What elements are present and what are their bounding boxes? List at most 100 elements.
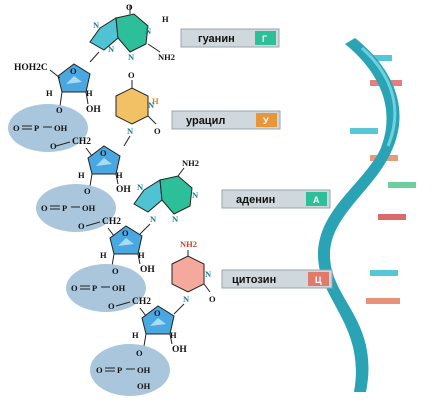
base-label-cytosine: цитозин Ц [221, 269, 333, 289]
atom-oh: OH [82, 203, 96, 213]
base-name: аденин [236, 194, 275, 206]
nucleotide-1: O N N N N H NH2 O HOH2C H H OH O O [8, 2, 280, 152]
atom-o: O [100, 148, 107, 158]
atom-p: P [34, 123, 39, 133]
ch2-label: CH2 [132, 297, 151, 307]
atom-o: O [13, 123, 20, 133]
helix-strand [318, 38, 400, 392]
atom-n: N [192, 190, 199, 200]
atom-p: P [92, 283, 97, 293]
atom-n: N [183, 294, 190, 304]
base-name: цитозин [232, 274, 276, 286]
rna-helix [318, 38, 416, 392]
atom-n: N [205, 269, 212, 279]
atom-n: N [145, 26, 152, 36]
base-abbr: У [263, 116, 269, 126]
atom-h: H [170, 330, 177, 340]
atom-o: O [71, 283, 78, 293]
base-abbr: Ц [315, 275, 322, 285]
phosphate-1: O O P OH O CH2 [8, 104, 91, 152]
atom-o: O [122, 228, 129, 238]
atom-n: N [137, 182, 144, 192]
atom-o: O [112, 266, 119, 276]
helix-rung [388, 182, 416, 188]
ch2-label: CH2 [102, 217, 121, 227]
base-label-uracil: урацил У [171, 110, 281, 130]
atom-n: N [93, 20, 100, 30]
atom-oh: OH [86, 105, 101, 115]
helix-rung [366, 298, 400, 304]
atom-oh: OH [137, 381, 151, 391]
nucleotide-3: NH2 N N N N O H H OH O O P OH O [66, 158, 331, 312]
atom-o: O [154, 308, 161, 318]
phosphate-3: O O P OH O CH2 [66, 264, 151, 312]
atom-o: O [209, 294, 216, 304]
base-name: гуанин [198, 33, 235, 45]
sugar-4: O H H OH [132, 305, 187, 355]
base-abbr: А [313, 195, 320, 205]
guanine-base: O N N N N H NH2 [89, 2, 175, 63]
atom-n: N [150, 214, 157, 224]
helix-strand-highlight [360, 46, 397, 147]
sugar-3: O H H OH [100, 225, 155, 275]
base-label-guanine: гуанин Г [180, 28, 280, 48]
atom-h: H [46, 88, 53, 98]
uracil-base: O H N O N [115, 70, 161, 147]
nucleotide-2: O H N O N O H H OH O O P OH [36, 70, 281, 232]
atom-oh: OH [140, 265, 155, 275]
helix-rung [350, 128, 378, 134]
atom-nh2: NH2 [180, 239, 197, 249]
atom-n: N [127, 126, 134, 136]
atom-p: P [62, 203, 67, 213]
sugar-2: O H H OH [78, 145, 131, 195]
atom-o: O [96, 365, 103, 375]
atom-oh: OH [172, 345, 187, 355]
helix-rung [378, 214, 406, 220]
atom-oh: OH [116, 185, 131, 195]
atom-o: O [136, 348, 143, 358]
base-name: урацил [186, 115, 225, 127]
atom-h: H [138, 250, 145, 260]
atom-o: O [41, 203, 48, 213]
atom-n: N [128, 52, 135, 62]
atom-o-top: O [126, 2, 133, 12]
atom-h: H [86, 88, 93, 98]
atom-h: H [116, 170, 123, 180]
atom-o: O [84, 186, 91, 196]
atom-o: O [70, 66, 77, 76]
atom-n: N [108, 44, 115, 54]
atom-o: O [108, 301, 115, 311]
atom-o: O [154, 126, 161, 136]
atom-nh2: NH2 [158, 52, 175, 62]
helix-rung [370, 270, 398, 276]
atom-oh: OH [54, 123, 68, 133]
atom-o-top: O [128, 70, 135, 80]
base-abbr: Г [262, 34, 267, 44]
base-label-adenine: аденин А [221, 189, 331, 209]
atom-h: H [162, 14, 169, 24]
ch2-label: CH2 [72, 137, 91, 147]
atom-oh: OH [137, 365, 151, 375]
sugar-1: O HOH2C H H OH [14, 63, 101, 115]
atom-h: H [78, 170, 85, 180]
atom-o: O [56, 105, 63, 115]
atom-oh: OH [112, 283, 126, 293]
nucleotide-4: NH2 N O N O H H OH O O P OH OH [90, 239, 333, 396]
cytosine-base: NH2 N O N [171, 239, 216, 315]
atom-n: N [148, 100, 155, 110]
atom-h: H [152, 96, 159, 106]
atom-p: P [117, 365, 122, 375]
helix-rung [368, 55, 392, 61]
atom-n: N [172, 214, 179, 224]
adenine-base: NH2 N N N N [133, 158, 199, 235]
atom-nh2: NH2 [182, 158, 199, 168]
phosphate-4: O O P OH OH [90, 344, 170, 396]
atom-o: O [78, 221, 85, 231]
atom-o: O [50, 141, 57, 151]
atom-h: H [132, 330, 139, 340]
sugar-5prime-label: HOH2C [14, 63, 48, 73]
atom-h: H [100, 250, 107, 260]
phosphate-2: O O P OH O CH2 [36, 184, 121, 232]
